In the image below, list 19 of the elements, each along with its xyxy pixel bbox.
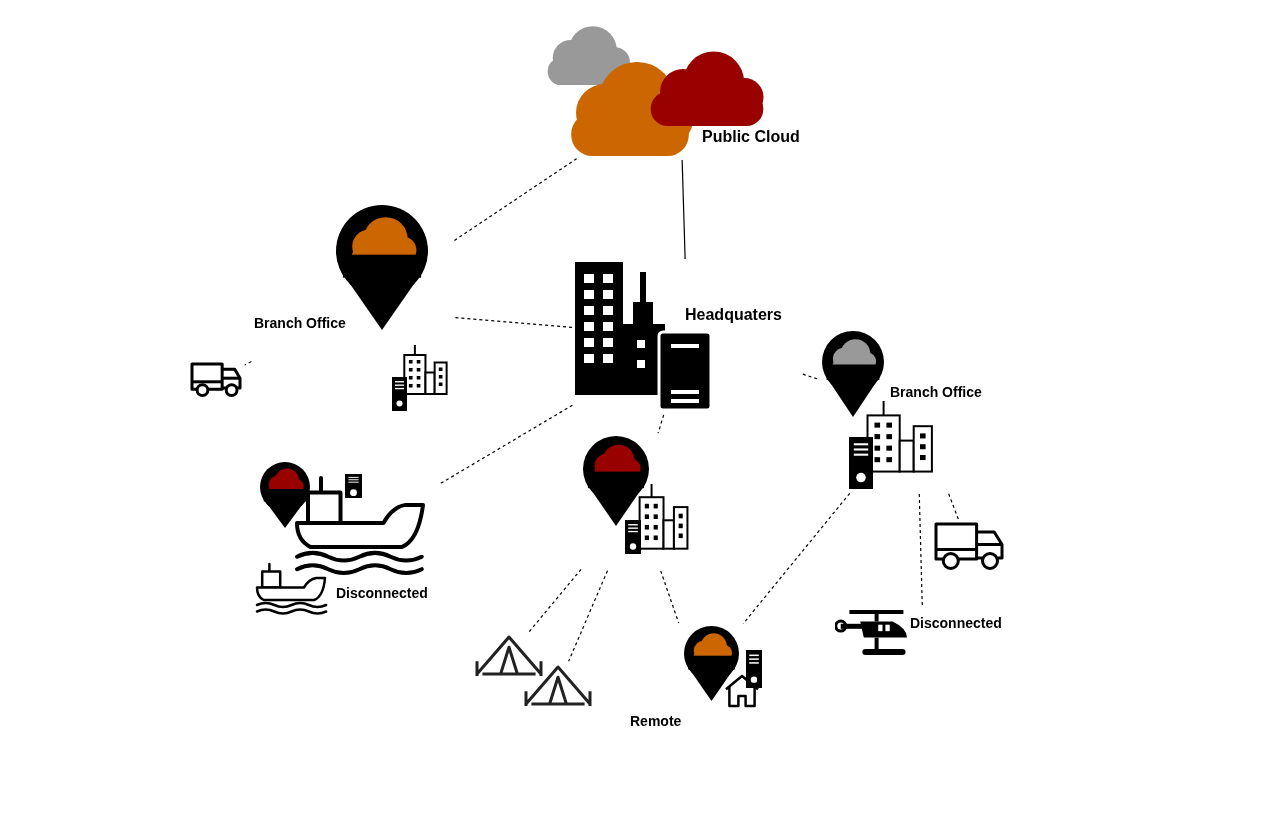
dashed-connector xyxy=(918,493,923,608)
dashed-connector xyxy=(660,570,680,624)
dashed-connector xyxy=(568,570,609,662)
dashed-connector xyxy=(802,373,820,381)
dashed-connector xyxy=(528,568,582,633)
dashed-connector xyxy=(244,360,252,366)
dashed-connector xyxy=(452,316,573,328)
connector-line xyxy=(681,159,686,260)
dashed-connector xyxy=(657,414,665,434)
place-label: Public Cloud xyxy=(702,128,800,146)
place-label: Remote xyxy=(630,714,682,730)
place-label: Branch Office xyxy=(254,316,346,332)
dashed-connector xyxy=(438,404,573,485)
place-label: Branch Office xyxy=(890,385,982,401)
dashed-connector xyxy=(742,492,851,625)
place-label: Headquaters xyxy=(685,306,782,324)
dashed-connector xyxy=(948,493,959,520)
place-label: Disconnected xyxy=(336,586,428,602)
place-label: Disconnected xyxy=(910,616,1002,632)
